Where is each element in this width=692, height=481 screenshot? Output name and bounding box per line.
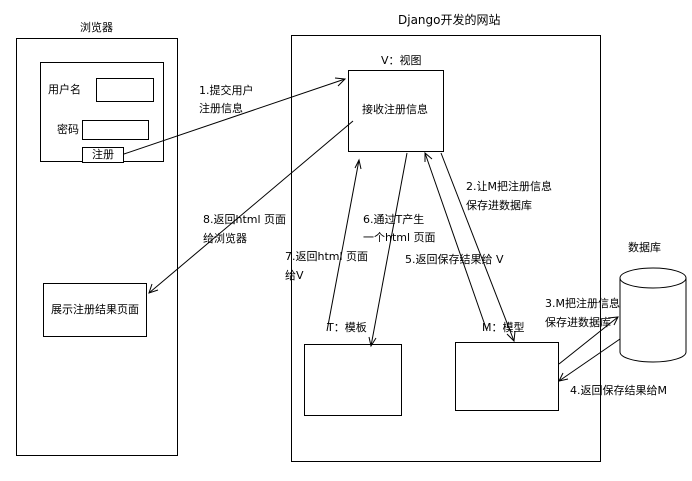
arrow-1-submit [123, 78, 346, 155]
arrow-1-head [334, 77, 347, 87]
arrow-2-to-model [440, 152, 515, 342]
step-8-line-1: 8.返回html 页面 [203, 213, 287, 226]
password-input[interactable] [82, 120, 149, 140]
site-title: Django开发的网站 [398, 13, 501, 27]
arrow-4-head [558, 372, 569, 382]
arrow-3-to-database [558, 316, 619, 365]
arrow-6-head [368, 336, 377, 348]
step-1-line-1: 1.提交用户 [199, 84, 254, 97]
username-input[interactable] [96, 78, 154, 102]
register-button[interactable]: 注册 [82, 147, 124, 163]
arrow-7-head [354, 158, 362, 170]
step-4: 4.返回保存结果给M [570, 384, 667, 397]
view-box [348, 70, 444, 152]
browser-title: 浏览器 [80, 21, 113, 34]
step-2-line-2: 保存进数据库 [466, 199, 532, 212]
site-frame [291, 35, 601, 462]
arrow-8-return-browser [148, 120, 354, 294]
step-7-line-1: 7.返回html 页面 [285, 250, 369, 263]
template-box [304, 344, 402, 416]
arrow-4-to-model [558, 338, 621, 382]
arrow-8-head [148, 283, 159, 294]
arrow-5-head [424, 151, 433, 162]
arrow-7-to-view [326, 159, 360, 332]
arrow-5-to-view [424, 152, 488, 332]
arrow-6-to-template [370, 152, 408, 347]
password-label: 密码 [57, 123, 79, 136]
result-page-box [43, 283, 147, 337]
database-label: 数据库 [628, 241, 661, 254]
arrow-2-head [506, 330, 516, 343]
step-6-line-1: 6.通过T产生 [363, 213, 425, 226]
view-box-text: 接收注册信息 [362, 103, 428, 116]
database-cylinder [619, 267, 687, 363]
step-3-line-2: 保存进数据库 [545, 316, 611, 329]
step-1-line-2: 注册信息 [199, 102, 243, 115]
view-label: V：视图 [381, 54, 422, 67]
model-label: M：模型 [482, 321, 525, 334]
result-page-label: 展示注册结果页面 [51, 303, 139, 316]
arrow-3-head [607, 316, 619, 326]
username-label: 用户名 [48, 83, 81, 96]
step-5: 5.返回保存结果给 V [405, 253, 504, 266]
step-2-line-1: 2.让M把注册信息 [466, 180, 552, 193]
step-6-line-2: 一个html 页面 [363, 231, 436, 244]
model-box [455, 342, 559, 411]
browser-frame [16, 38, 178, 456]
template-label: T：模板 [327, 321, 367, 334]
step-8-line-2: 给浏览器 [203, 232, 247, 245]
step-3-line-1: 3.M把注册信息 [545, 297, 620, 310]
step-7-line-2: 给V [285, 269, 304, 282]
